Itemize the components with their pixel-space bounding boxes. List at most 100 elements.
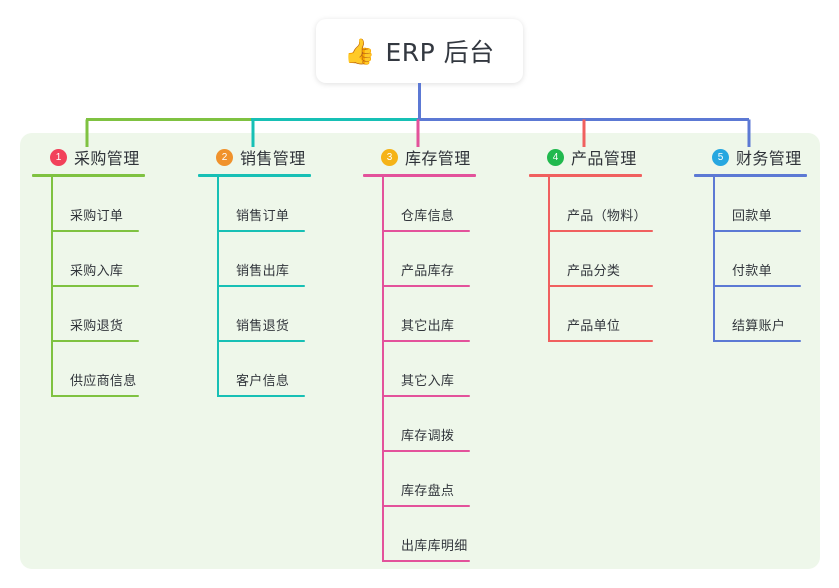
branch-items: 产品（物料） 产品分类产品单位 <box>529 177 653 342</box>
branch-column-4: 4 产品管理产品（物料） 产品分类产品单位 <box>529 145 653 342</box>
branch-item-label: 回款单 <box>732 209 772 224</box>
branch-number-badge: 2 <box>216 148 233 166</box>
branch-item-label: 库存调拨 <box>401 429 455 444</box>
branch-item-label: 销售订单 <box>236 209 290 224</box>
branches-panel <box>20 133 820 569</box>
branch-item-rule <box>382 505 470 507</box>
branch-header-rule <box>32 174 145 177</box>
branch-item[interactable]: 产品单位 <box>548 287 653 342</box>
branch-item-label: 供应商信息 <box>70 374 137 389</box>
branch-item-label: 采购退货 <box>70 319 124 334</box>
branch-item-rule <box>548 340 653 342</box>
branch-title: 采购管理 <box>74 149 140 168</box>
branch-header-rule <box>694 174 807 177</box>
branch-number-badge: 5 <box>712 148 729 166</box>
branch-header-rule <box>363 174 476 177</box>
branch-item[interactable]: 供应商信息 <box>51 342 145 397</box>
branch-header-4[interactable]: 4 产品管理 <box>529 145 642 169</box>
branch-column-2: 2 销售管理销售订单销售出库销售退货客户信息 <box>198 145 311 397</box>
branch-item-label: 结算账户 <box>732 319 786 334</box>
root-node[interactable]: 👍 ERP 后台 <box>316 19 523 83</box>
branch-item-rule <box>713 230 801 232</box>
branch-title: 销售管理 <box>240 149 306 168</box>
branch-item-rule <box>382 230 470 232</box>
branch-item-label: 其它入库 <box>401 374 455 389</box>
branch-item-rule <box>382 560 470 562</box>
branch-title: 财务管理 <box>736 149 802 168</box>
branch-item[interactable]: 其它出库 <box>382 287 476 342</box>
branch-item[interactable]: 库存调拨 <box>382 397 476 452</box>
branch-item-label: 采购订单 <box>70 209 124 224</box>
branch-item[interactable]: 采购退货 <box>51 287 145 342</box>
branch-spine-line <box>51 177 53 397</box>
branch-item-rule <box>217 230 305 232</box>
branch-items: 销售订单销售出库销售退货客户信息 <box>198 177 311 397</box>
branch-item-rule <box>713 340 801 342</box>
branch-item-label: 付款单 <box>732 264 772 279</box>
branch-item[interactable]: 销售出库 <box>217 232 311 287</box>
branch-item-rule <box>217 340 305 342</box>
root-title: ERP 后台 <box>385 38 495 67</box>
branch-item[interactable]: 出库库明细 <box>382 507 476 562</box>
branch-item[interactable]: 客户信息 <box>217 342 311 397</box>
branch-spine-line <box>713 177 715 342</box>
branch-item[interactable]: 销售订单 <box>217 177 311 232</box>
branch-items: 回款单付款单结算账户 <box>694 177 807 342</box>
branch-item-rule <box>382 450 470 452</box>
branch-number-badge: 4 <box>547 148 564 166</box>
branch-number-badge: 3 <box>381 148 398 166</box>
branch-number-badge: 1 <box>50 148 67 166</box>
branch-item-rule <box>713 285 801 287</box>
branch-title: 产品管理 <box>571 149 637 168</box>
branch-item-rule <box>51 340 139 342</box>
branch-item-rule <box>51 285 139 287</box>
branch-item-label: 其它出库 <box>401 319 455 334</box>
branch-item[interactable]: 付款单 <box>713 232 807 287</box>
branch-item-rule <box>217 395 305 397</box>
branch-item-rule <box>382 285 470 287</box>
branch-item-rule <box>548 230 653 232</box>
branch-column-5: 5 财务管理回款单付款单结算账户 <box>694 145 807 342</box>
branch-item-label: 产品（物料） <box>567 209 647 224</box>
branch-items: 仓库信息产品库存其它出库其它入库库存调拨库存盘点出库库明细 <box>363 177 476 562</box>
branch-item[interactable]: 采购入库 <box>51 232 145 287</box>
branch-item-rule <box>548 285 653 287</box>
branch-spine-line <box>548 177 550 342</box>
branch-item-label: 出库库明细 <box>401 539 468 554</box>
branch-column-1: 1 采购管理采购订单采购入库采购退货供应商信息 <box>32 145 145 397</box>
branch-item-rule <box>51 395 139 397</box>
branch-item-label: 产品单位 <box>567 319 621 334</box>
branch-item-label: 产品库存 <box>401 264 455 279</box>
branch-item-label: 客户信息 <box>236 374 290 389</box>
branch-item-label: 采购入库 <box>70 264 124 279</box>
branch-item-rule <box>382 395 470 397</box>
branch-item-label: 销售出库 <box>236 264 290 279</box>
branch-item[interactable]: 其它入库 <box>382 342 476 397</box>
branch-item-label: 销售退货 <box>236 319 290 334</box>
branch-item[interactable]: 回款单 <box>713 177 807 232</box>
branch-item-label: 仓库信息 <box>401 209 455 224</box>
branch-item-rule <box>382 340 470 342</box>
branch-item-rule <box>51 230 139 232</box>
branch-item[interactable]: 仓库信息 <box>382 177 476 232</box>
branch-header-2[interactable]: 2 销售管理 <box>198 145 311 169</box>
thumbs-up-icon: 👍 <box>344 36 376 66</box>
branch-header-1[interactable]: 1 采购管理 <box>32 145 145 169</box>
branch-item[interactable]: 采购订单 <box>51 177 145 232</box>
branch-item-rule <box>217 285 305 287</box>
branch-header-5[interactable]: 5 财务管理 <box>694 145 807 169</box>
branch-item[interactable]: 产品分类 <box>548 232 653 287</box>
branch-item-label: 库存盘点 <box>401 484 455 499</box>
branch-items: 采购订单采购入库采购退货供应商信息 <box>32 177 145 397</box>
branch-item[interactable]: 库存盘点 <box>382 452 476 507</box>
branch-item[interactable]: 产品库存 <box>382 232 476 287</box>
branch-item[interactable]: 销售退货 <box>217 287 311 342</box>
branch-item-label: 产品分类 <box>567 264 621 279</box>
branch-spine-line <box>217 177 219 397</box>
branch-item[interactable]: 产品（物料） <box>548 177 653 232</box>
branch-header-rule <box>198 174 311 177</box>
branch-item[interactable]: 结算账户 <box>713 287 807 342</box>
